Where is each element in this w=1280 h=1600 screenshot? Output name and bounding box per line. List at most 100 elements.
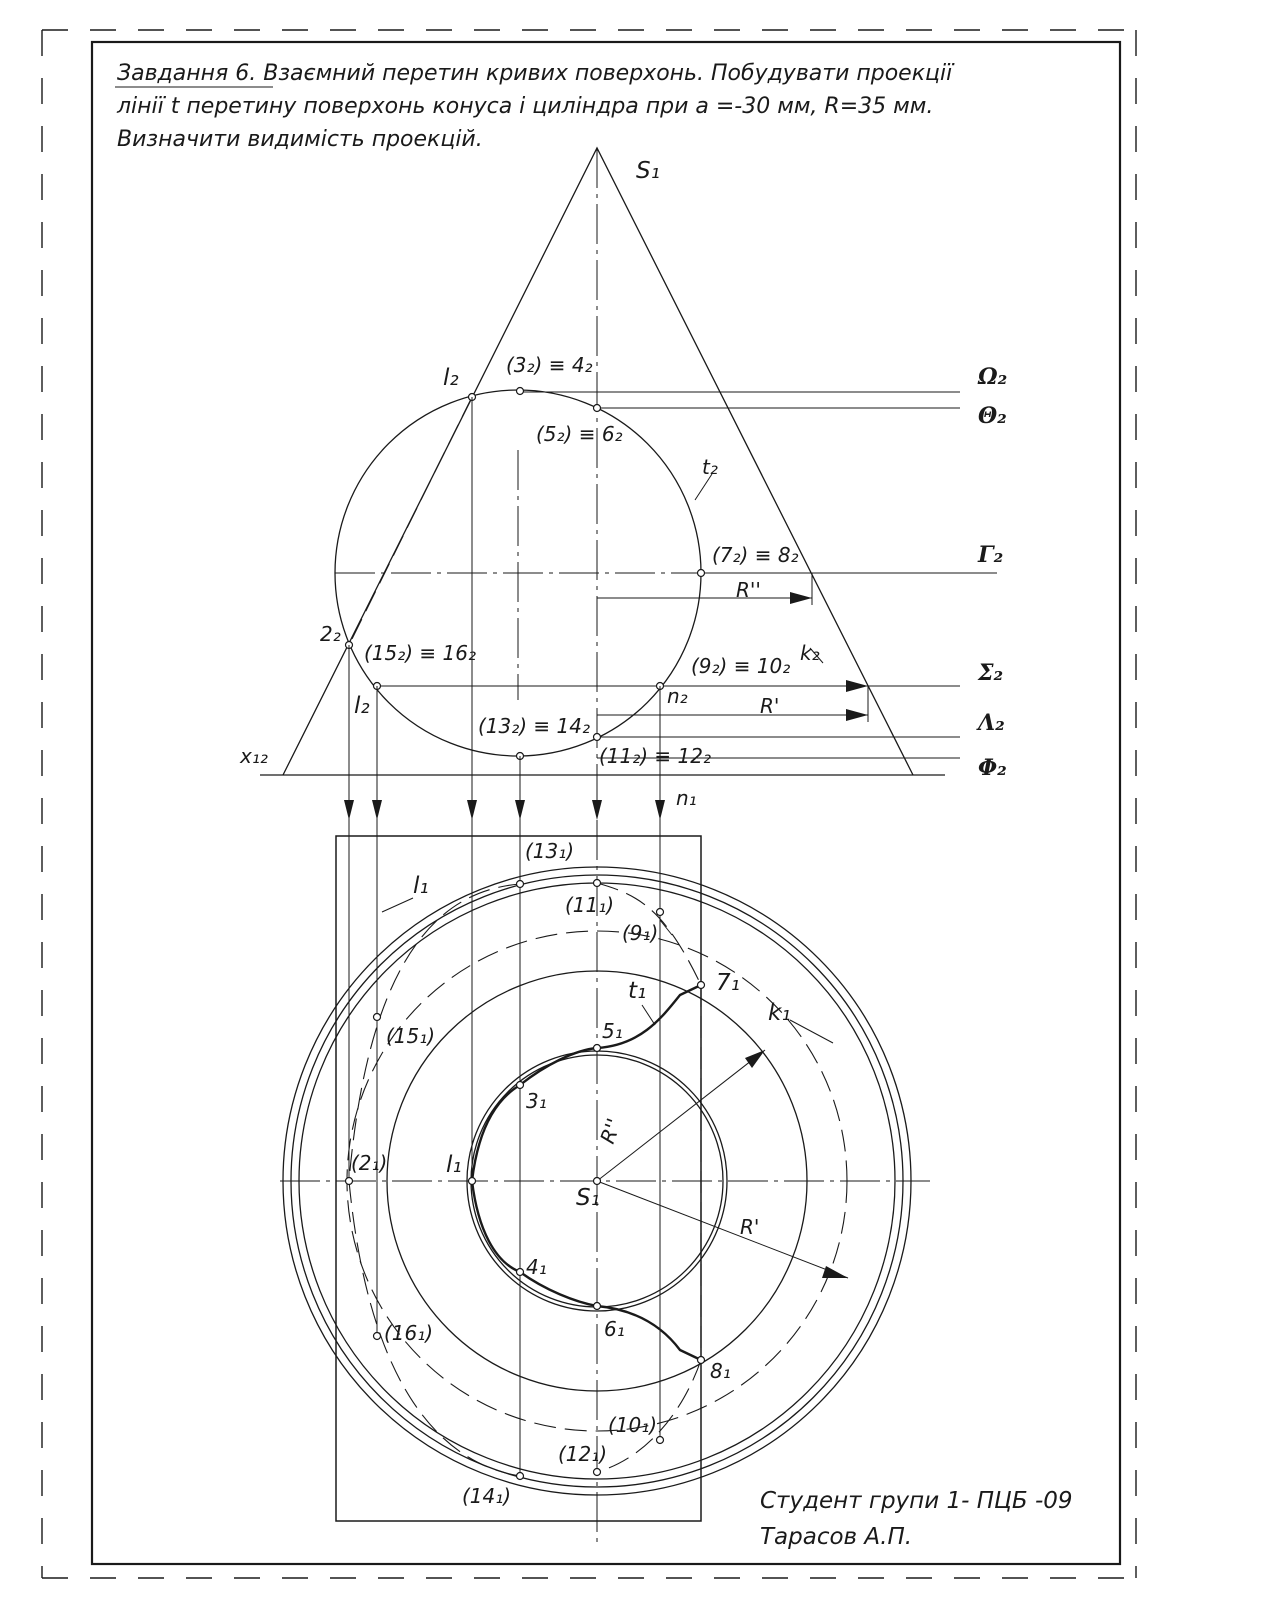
point-11-top — [592, 878, 602, 888]
label-plane-gamma: Γ₂ — [977, 542, 1003, 568]
point-1-top — [467, 1176, 477, 1186]
label-l2-top: l₂ — [443, 365, 459, 391]
label-t2: t₂ — [702, 455, 718, 479]
curve-t1-upper — [470, 983, 702, 1182]
proj-arrow-11 — [592, 800, 602, 820]
hidden-arc-10 — [596, 1359, 702, 1473]
point-6-top — [592, 1301, 602, 1311]
label-k2: k₂ — [800, 641, 820, 665]
t2-leader — [694, 473, 713, 501]
r-outer-radius-arrow — [822, 1266, 848, 1278]
label-p6-top: 6₁ — [604, 1317, 625, 1341]
label-p3-4: (3₂) ≡ 4₂ — [506, 353, 593, 377]
point-s-top — [592, 1176, 602, 1186]
label-s-top: S₁ — [576, 1185, 600, 1211]
r-outer-arrow — [846, 709, 868, 721]
label-plane-sigma: Σ₂ — [977, 660, 1003, 686]
t1-leader — [641, 1004, 656, 1026]
proj-arrow-9 — [655, 800, 665, 820]
hidden-generator-line — [348, 396, 473, 646]
point-9-top — [655, 907, 665, 917]
sigma-arrow — [846, 680, 868, 692]
label-p7-8: (7₂) ≡ 8₂ — [712, 543, 799, 567]
front-view: S₁ l₂ (3₂) ≡ 4₂ (5₂) ≡ 6₂ t₂ (7₂) ≡ 8₂ R… — [239, 146, 1007, 1545]
label-l2-bottom: l₂ — [354, 693, 370, 719]
point-8-top — [696, 1355, 706, 1365]
point-10-top — [655, 1435, 665, 1445]
cone-outline — [282, 146, 914, 776]
label-r-outer-top: R' — [740, 1215, 759, 1239]
outer-dashed-frame — [41, 29, 1137, 1579]
curve-t1-lower — [470, 1180, 702, 1362]
point-13-top — [515, 879, 525, 889]
r-inner-radius-arrow — [745, 1050, 765, 1068]
label-p15-16: (15₂) ≡ 16₂ — [364, 641, 476, 665]
label-p7-top: 7₁ — [716, 970, 740, 996]
label-p1-top: l₁ — [446, 1152, 462, 1178]
student-signature: Студент групи 1- ПЦБ -09 Тарасов А.П. — [760, 1488, 1073, 1550]
label-p8-top: 8₁ — [710, 1359, 731, 1383]
r-outer-radius-line — [596, 1180, 849, 1279]
label-k1-top: k₁ — [768, 1000, 791, 1026]
point-14-top — [515, 1471, 525, 1481]
inner-frame — [90, 40, 1122, 1566]
label-r-inner-top: R'' — [595, 1115, 626, 1147]
label-p15-top: (15₁) — [386, 1024, 435, 1048]
hidden-arc-9 — [596, 882, 702, 986]
proj-arrow-1 — [467, 800, 477, 820]
point-2-top — [344, 1176, 354, 1186]
label-l1-top: l₁ — [413, 873, 429, 899]
proj-arrow-15 — [372, 800, 382, 820]
k1-leader — [789, 1019, 834, 1044]
p9-leader — [659, 919, 673, 936]
label-p13-top: (13₁) — [525, 839, 574, 863]
point-5-top — [592, 1043, 602, 1053]
label-p11-top: (11₁) — [565, 893, 614, 917]
point-5-6 — [592, 403, 602, 413]
label-p16-top: (16₁) — [384, 1321, 433, 1345]
label-p2-top: (2₁) — [351, 1151, 387, 1175]
signature-line-2: Тарасов А.П. — [760, 1524, 912, 1550]
task-line-2: лінії t перетину поверхонь конуса і цилі… — [116, 94, 933, 119]
label-plane-theta: Θ₂ — [978, 403, 1007, 429]
label-x12: x₁₂ — [239, 744, 268, 768]
label-p9-top: (9₁) — [622, 921, 658, 945]
label-p2: 2₂ — [320, 622, 341, 646]
k2-leader — [809, 647, 824, 664]
point-16-top — [372, 1331, 382, 1341]
label-plane-omega: Ω₂ — [977, 364, 1007, 390]
label-p12-top: (12₁) — [558, 1442, 607, 1466]
r-inner-radius-line — [596, 1049, 766, 1182]
label-p9-10: (9₂) ≡ 10₂ — [691, 654, 790, 678]
label-r-outer: R' — [760, 694, 779, 718]
point-12-top — [592, 1467, 602, 1477]
point-3-top — [515, 1080, 525, 1090]
label-p4-top: 4₁ — [526, 1255, 547, 1279]
r-inner-arrow — [790, 592, 812, 604]
label-n2: n₂ — [667, 684, 688, 708]
l1-leader — [381, 897, 414, 913]
task-line-3: Визначити видимість проекцій. — [117, 127, 483, 152]
label-p14-top: (14₁) — [462, 1484, 511, 1508]
signature-line-1: Студент групи 1- ПЦБ -09 — [760, 1488, 1073, 1514]
label-r-inner: R'' — [736, 578, 761, 602]
label-n1-top: n₁ — [676, 786, 697, 810]
top-view: (13₁) l₁ (11₁) (9₁) 7₁ t₁ k₁ (15₁) 5₁ 3₁… — [280, 835, 930, 1522]
proj-arrow-13 — [515, 800, 525, 820]
point-7-8 — [696, 568, 706, 578]
point-3-4 — [515, 386, 525, 396]
projection-lines — [344, 397, 665, 1472]
point-4-top — [515, 1267, 525, 1277]
task-statement: Завдання 6. Взаємний перетин кривих пове… — [115, 61, 955, 152]
label-p5-6: (5₂) ≡ 6₂ — [536, 422, 623, 446]
hidden-arc-16 — [348, 1180, 521, 1477]
point-15-top — [372, 1012, 382, 1022]
label-p3-top: 3₁ — [526, 1089, 547, 1113]
hidden-arc-15 — [348, 883, 521, 1182]
label-plane-lambda: Λ₂ — [976, 710, 1005, 736]
point-7-top — [696, 980, 706, 990]
label-p10-top: (10₁) — [608, 1413, 657, 1437]
proj-arrow-2 — [344, 800, 354, 820]
label-p5-top: 5₁ — [602, 1019, 623, 1043]
